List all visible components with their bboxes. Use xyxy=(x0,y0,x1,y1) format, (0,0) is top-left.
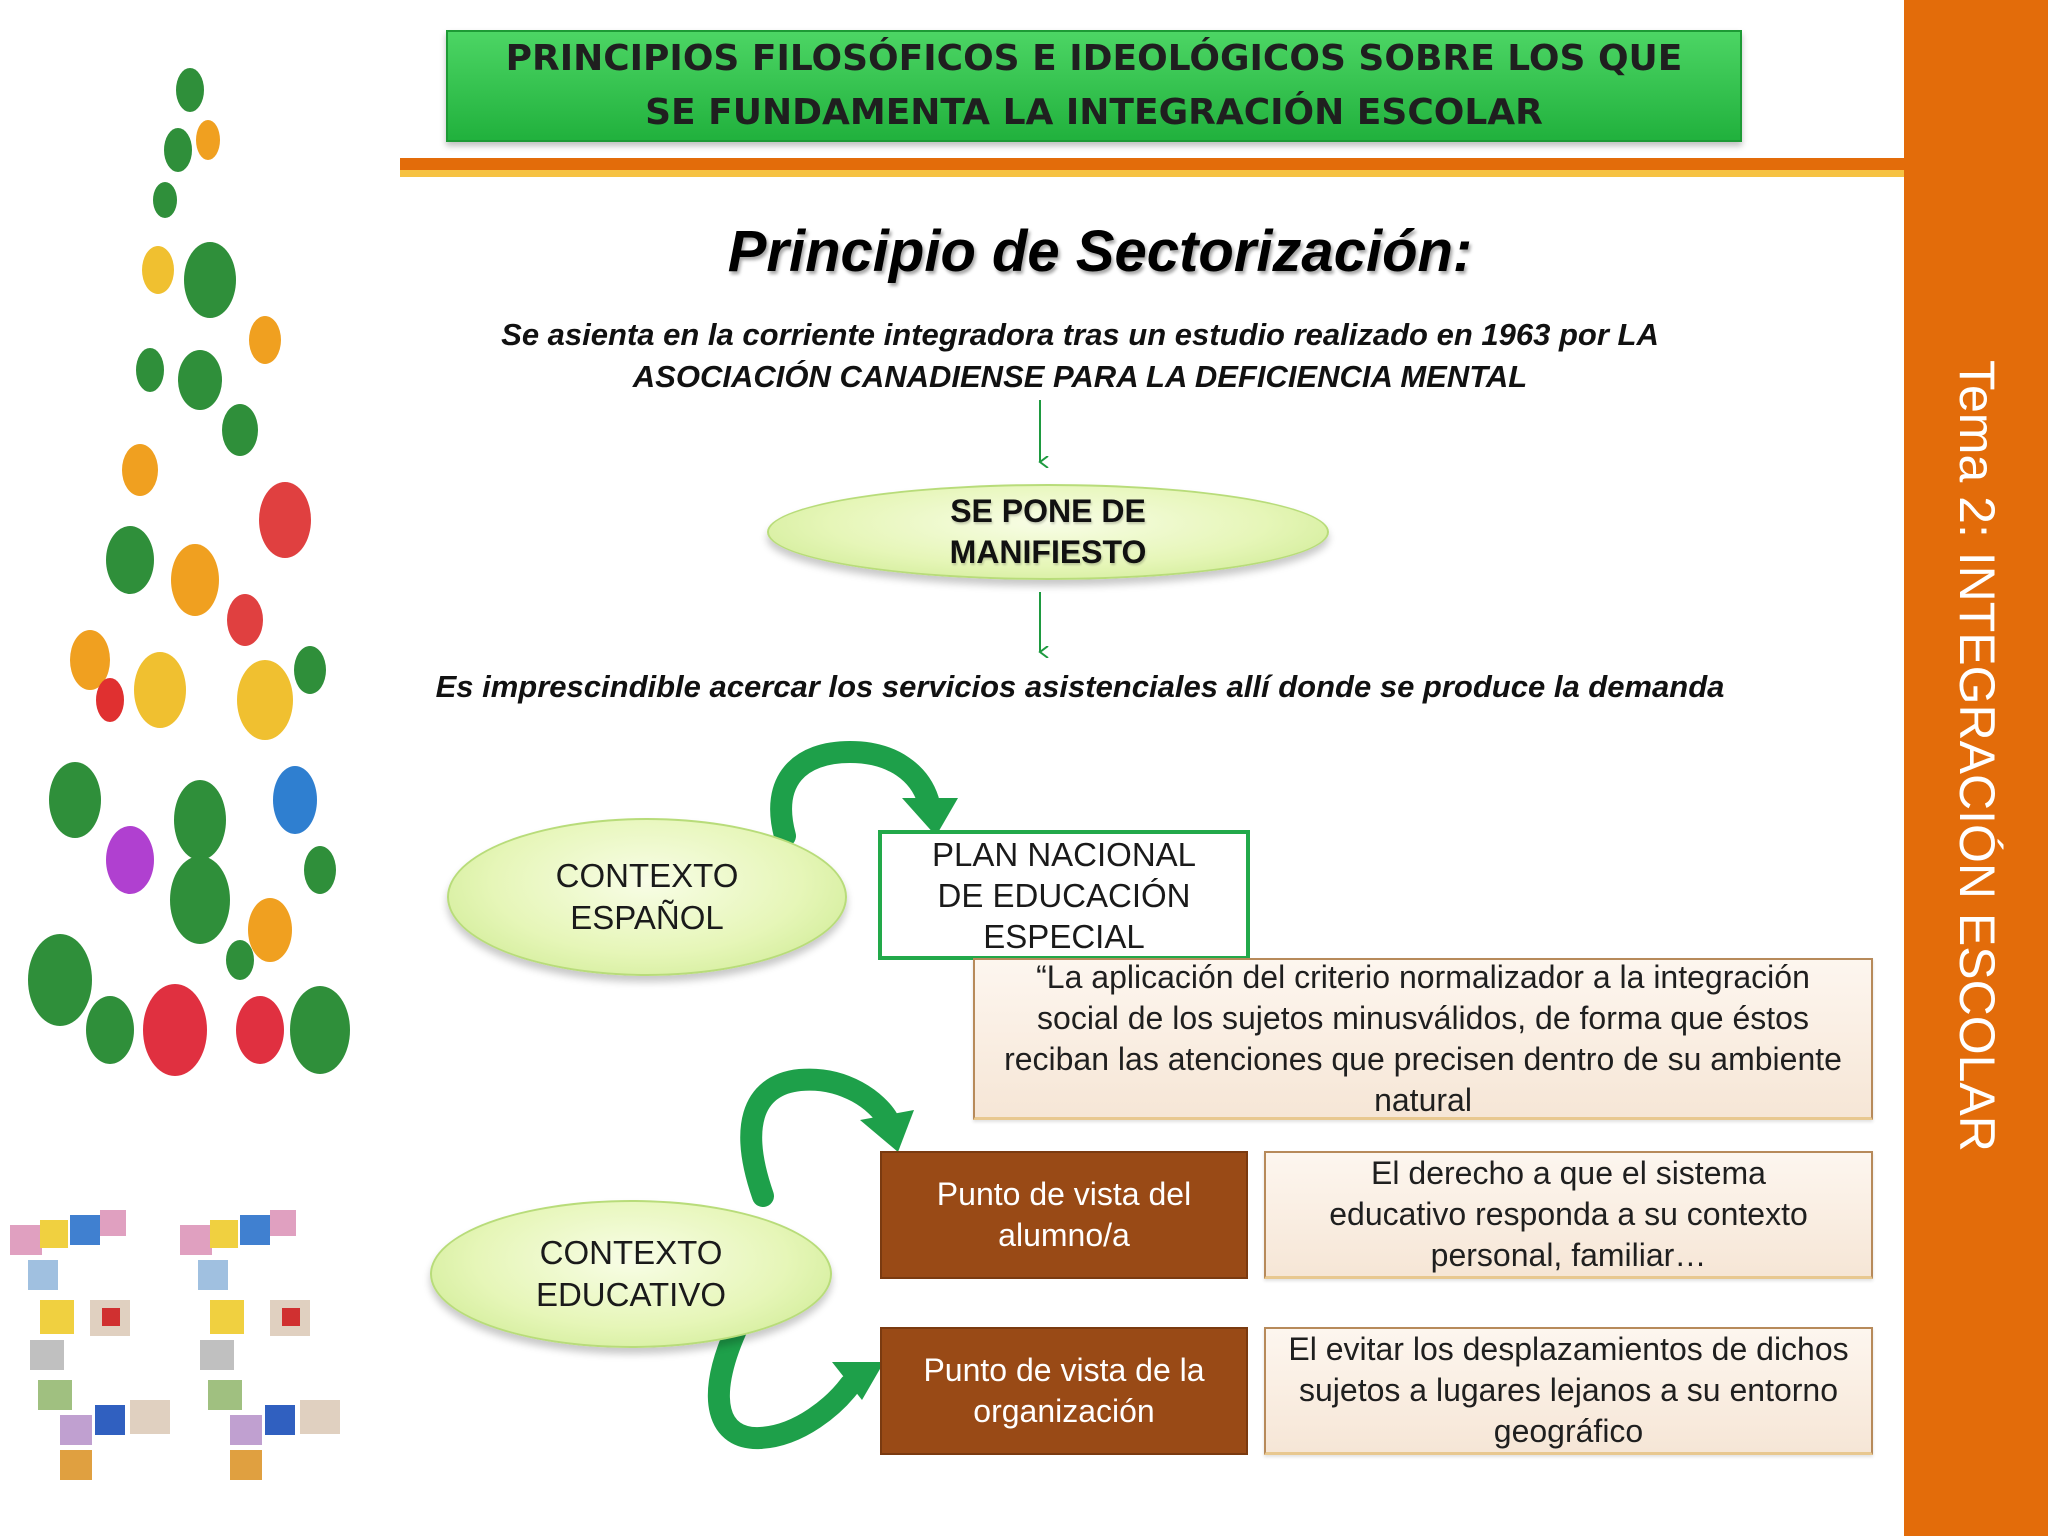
page-title: Principio de Sectorización: xyxy=(727,219,1473,284)
organizacion-box: Punto de vista de la organización xyxy=(880,1327,1248,1455)
manifiesto-ellipse: SE PONE DE MANIFIESTO xyxy=(767,484,1329,580)
plan-nacional-box: PLAN NACIONAL DE EDUCACIÓN ESPECIAL xyxy=(878,830,1250,960)
divider-yellow xyxy=(400,170,1904,177)
plan-nacional-label: PLAN NACIONAL DE EDUCACIÓN ESPECIAL xyxy=(931,835,1197,955)
organizacion-label: Punto de vista de la organización xyxy=(923,1352,1205,1429)
alumno-description-box: El derecho a que el sistema educativo re… xyxy=(1264,1151,1873,1279)
alumno-label: Punto de vista del alumno/a xyxy=(936,1176,1192,1253)
organizacion-description-box: El evitar los desplazamientos de dichos … xyxy=(1264,1327,1873,1455)
alumno-description: El derecho a que el sistema educativo re… xyxy=(1329,1155,1808,1273)
contexto-espanol-label: CONTEXTO ESPAÑOL xyxy=(555,857,739,936)
intro-text: Se asienta en la corriente integradora t… xyxy=(501,317,1659,394)
banner-title: PRINCIPIOS FILOSÓFICOS E IDEOLÓGICOS SOB… xyxy=(505,38,1683,133)
quote-box: “La aplicación del criterio normalizador… xyxy=(973,958,1873,1120)
manifiesto-label: SE PONE DE MANIFIESTO xyxy=(949,493,1147,570)
sidebar-background xyxy=(1904,0,2048,1536)
divider-orange xyxy=(400,158,1904,170)
conclusion-text: Es imprescindible acercar los servicios … xyxy=(435,669,1725,704)
contexto-espanol-ellipse: CONTEXTO ESPAÑOL xyxy=(447,818,847,976)
alphabet-blocks-icon xyxy=(10,1210,340,1480)
organizacion-description: El evitar los desplazamientos de dichos … xyxy=(1288,1331,1849,1449)
quote-text: “La aplicación del criterio normalizador… xyxy=(1004,958,1842,1118)
contexto-educativo-label: CONTEXTO EDUCATIVO xyxy=(535,1234,727,1313)
alumno-box: Punto de vista del alumno/a xyxy=(880,1151,1248,1279)
header-banner: PRINCIPIOS FILOSÓFICOS E IDEOLÓGICOS SOB… xyxy=(446,30,1742,142)
curved-arrow-plan xyxy=(770,740,958,847)
contexto-educativo-ellipse: CONTEXTO EDUCATIVO xyxy=(430,1200,832,1348)
sidebar-title: Tema 2: INTEGRACIÓN ESCOLAR xyxy=(1949,360,2005,1152)
handprint-tree-decoration xyxy=(10,68,350,1480)
handprint-icons xyxy=(28,68,350,1076)
curved-arrow-organizacion xyxy=(707,1319,884,1450)
